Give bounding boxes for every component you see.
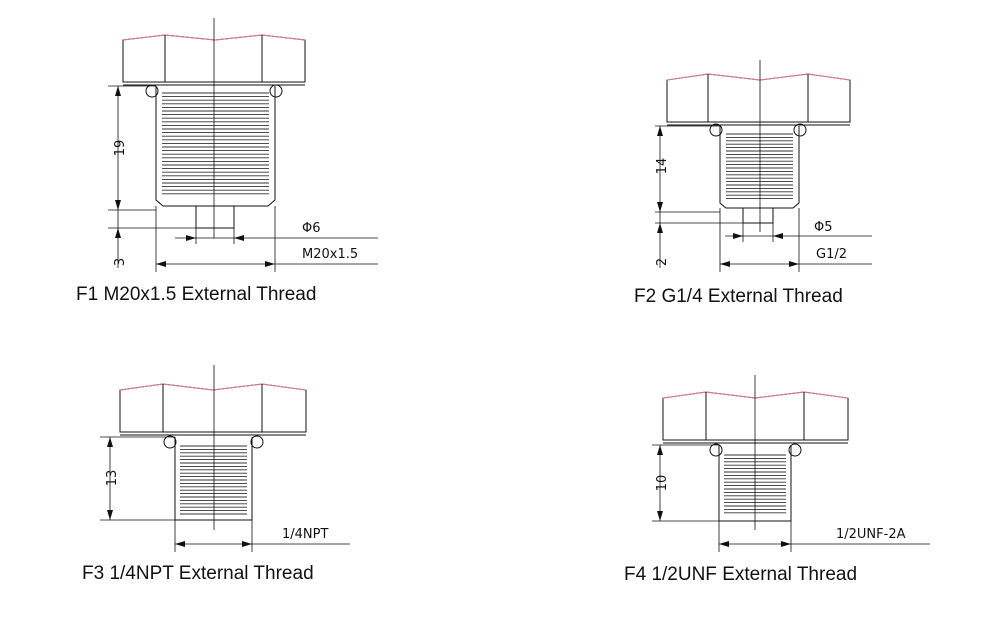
f4-oring-right (788, 443, 802, 457)
f2-hex-body (666, 73, 851, 123)
f1-oring-right (269, 84, 283, 98)
f3-oring-left (163, 435, 177, 449)
f2-tip-height-label: 2 (655, 258, 670, 266)
f1-tip (195, 205, 235, 229)
figure-f2: 14 2 Φ5 G1/2 (655, 60, 872, 272)
f1-thread-spec: M20x1.5 (302, 247, 358, 262)
f4-oring-left (709, 443, 723, 457)
f2-tip-dia: Φ5 (814, 220, 833, 235)
f4-hex-body (662, 391, 849, 441)
figure-f4: 10 1/2UNF-2A (652, 375, 930, 552)
f3-hex-body (119, 383, 307, 433)
f2-height-label: 14 (655, 158, 670, 175)
f3-caption: F3 1/4NPT External Thread (82, 563, 314, 584)
f4-caption: F4 1/2UNF External Thread (624, 564, 858, 585)
f3-oring-right (250, 435, 264, 449)
f3-thread-body (174, 437, 253, 521)
f2-tip (742, 207, 774, 224)
f1-oring-left (145, 84, 159, 98)
f2-thread-body (719, 126, 800, 209)
f1-tip-dia: Φ6 (302, 221, 321, 236)
f3-height-label: 13 (105, 470, 120, 487)
figure-f1: 19 3 Φ6 M20x1.5 (108, 18, 378, 272)
f1-caption: F1 M20x1.5 External Thread (76, 284, 317, 305)
f2-caption: F2 G1/4 External Thread (634, 286, 843, 307)
f2-oring-right (793, 123, 807, 137)
f1-tip-height-label: 3 (113, 258, 128, 266)
figure-f3: 13 1/4NPT (100, 365, 350, 552)
f3-thread-spec: 1/4NPT (282, 527, 328, 542)
f4-height-label: 10 (655, 475, 670, 492)
f2-oring-left (709, 123, 723, 137)
f1-height-label: 19 (113, 140, 128, 157)
f4-thread-spec: 1/2UNF-2A (836, 527, 906, 542)
f2-thread-spec: G1/2 (816, 247, 847, 262)
